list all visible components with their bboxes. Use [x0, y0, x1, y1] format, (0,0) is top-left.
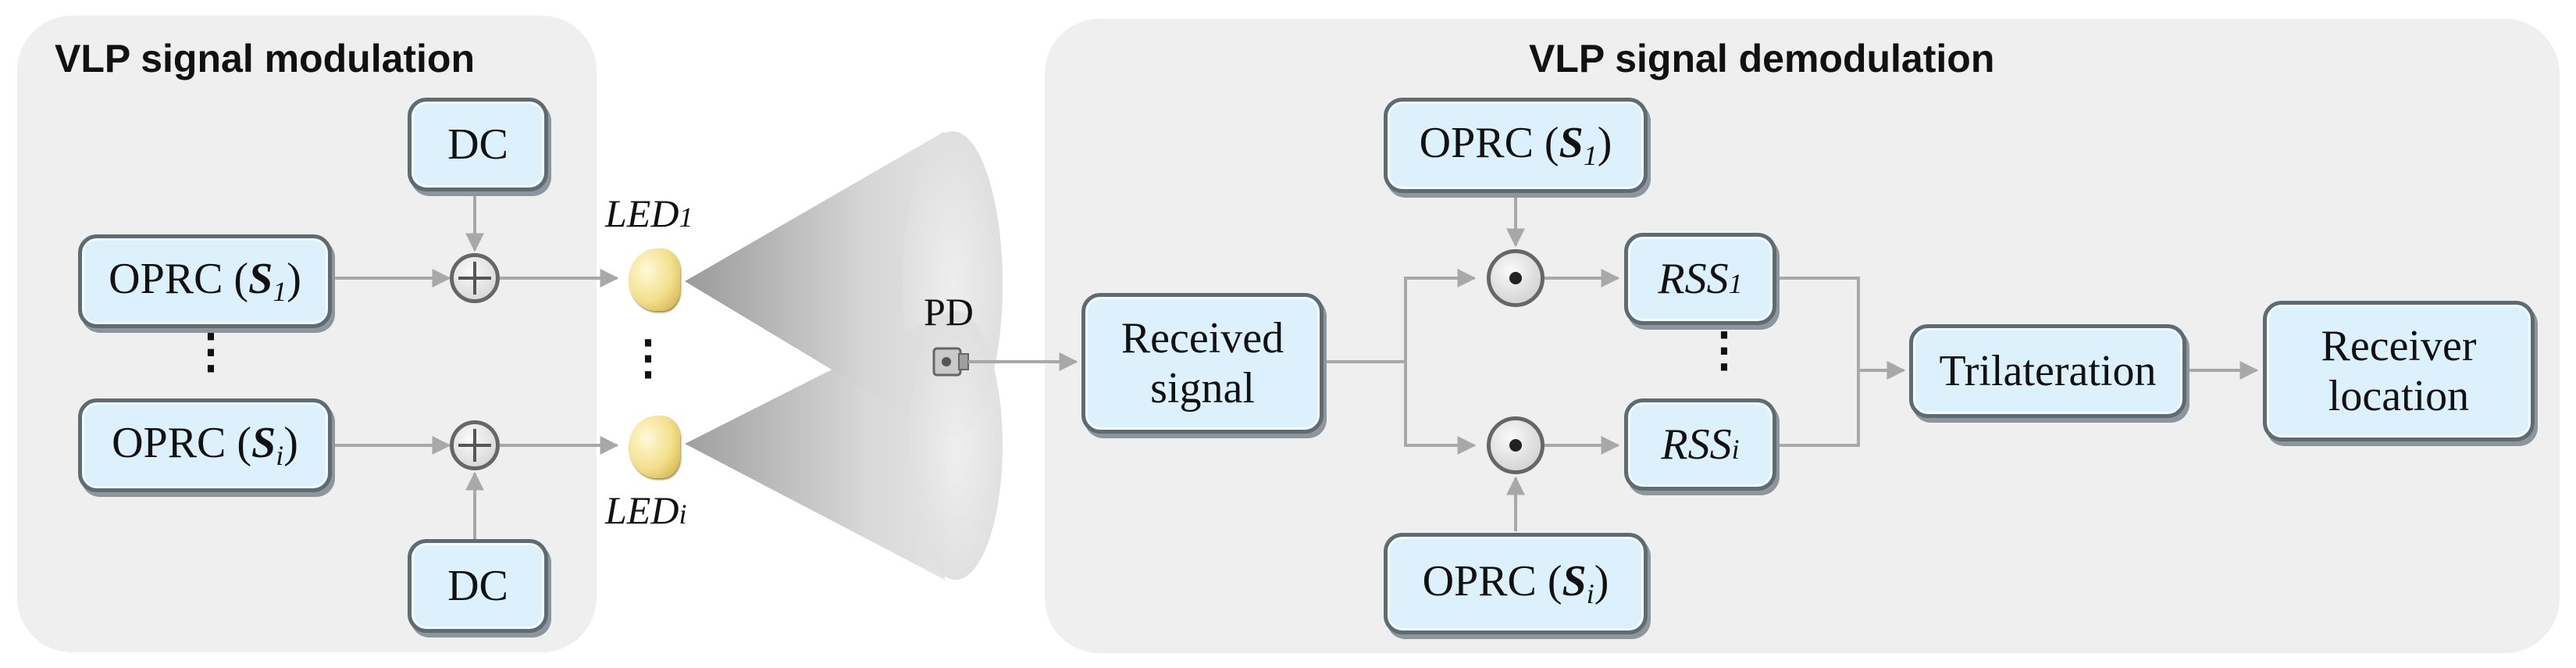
- demodulation-title: VLP signal demodulation: [1529, 37, 1995, 80]
- oprc-s1-label-demod: OPRC (S1): [1419, 119, 1612, 172]
- modulation-title: VLP signal modulation: [55, 37, 476, 80]
- oprc-s1-label: OPRC (S1): [109, 255, 301, 308]
- light-beam-i: [685, 311, 1003, 580]
- multiplier-icon-1: [1487, 249, 1545, 307]
- adder-icon-i: [450, 420, 500, 470]
- multiplier-icon-i: [1487, 416, 1545, 474]
- receiver-location-label: Receiver location: [2321, 321, 2477, 420]
- rss-1-box: RSS1: [1624, 233, 1776, 325]
- dc-label-bottom: DC: [447, 561, 508, 610]
- adder-icon-1: [450, 253, 500, 303]
- photodetector-icon: [932, 347, 969, 377]
- led-i-icon: [629, 416, 680, 478]
- rss-i-label: RSSi: [1661, 420, 1740, 469]
- rss-vdots: ⋮: [1701, 324, 1748, 376]
- rss-i-box: RSSi: [1624, 398, 1776, 491]
- oprc-s1-box-modulation: OPRC (S1): [78, 234, 332, 328]
- dc-label-top: DC: [447, 120, 508, 169]
- oprc-si-box-demodulation: OPRC (Si): [1384, 533, 1648, 634]
- dc-box-top: DC: [408, 98, 548, 191]
- oprc-si-box-modulation: OPRC (Si): [78, 398, 332, 492]
- trilateration-label: Trilateration: [1939, 346, 2157, 395]
- oprc-si-label-demod: OPRC (Si): [1422, 557, 1609, 610]
- trilateration-box: Trilateration: [1909, 324, 2186, 418]
- dc-box-bottom: DC: [408, 539, 548, 633]
- led-vdots: ⋮: [625, 332, 672, 384]
- rss-1-label: RSS1: [1658, 254, 1743, 303]
- modulation-vdots: ⋮: [187, 326, 234, 377]
- led-1-icon: [629, 248, 680, 311]
- oprc-si-label: OPRC (Si): [112, 419, 298, 472]
- pd-label: PD: [924, 290, 974, 334]
- received-signal-box: Received signal: [1081, 293, 1324, 434]
- led-i-label: LEDi: [605, 488, 687, 532]
- received-signal-label: Received signal: [1121, 313, 1284, 413]
- led-1-label: LED1: [605, 191, 693, 235]
- oprc-s1-box-demodulation: OPRC (S1): [1384, 98, 1648, 193]
- receiver-location-box: Receiver location: [2263, 301, 2535, 441]
